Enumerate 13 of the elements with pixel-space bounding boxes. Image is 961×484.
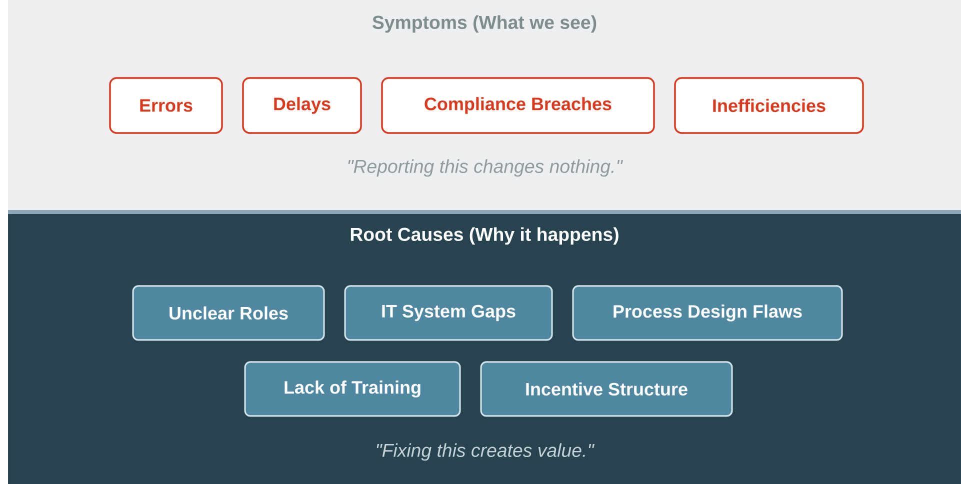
band-heading: Symptoms (What we see)	[372, 15, 596, 33]
label-box: IT System Gaps	[344, 285, 553, 341]
label-box: Compliance Breaches	[381, 77, 655, 134]
label-box: Incentive Structure	[480, 361, 733, 417]
quote-text: "Fixing this creates value."	[376, 443, 594, 461]
label-box: Lack of Training	[244, 361, 461, 417]
band-heading: Root Causes (Why it happens)	[350, 227, 618, 245]
label-box: Process Design Flaws	[572, 285, 843, 341]
label-box: Inefficiencies	[674, 77, 864, 134]
label-box: Unclear Roles	[132, 285, 325, 341]
label-box: Errors	[109, 77, 223, 134]
quote-text: "Reporting this changes nothing."	[348, 159, 624, 177]
label-box: Delays	[242, 77, 362, 134]
